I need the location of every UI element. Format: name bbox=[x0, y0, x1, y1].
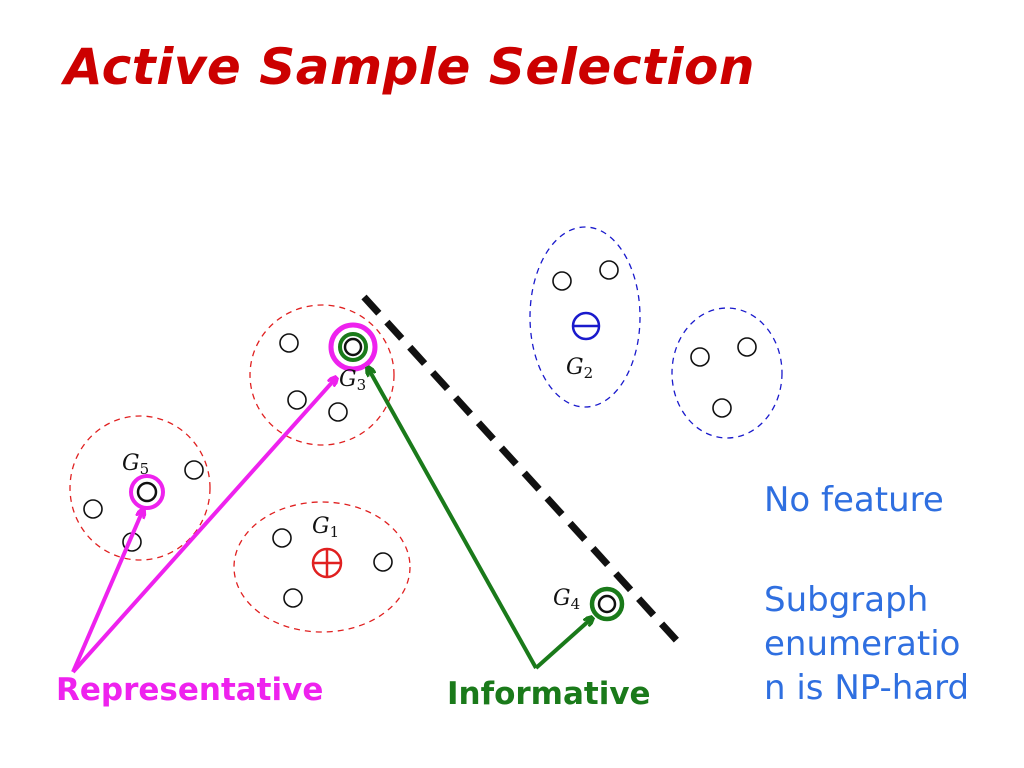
label-g5: G5 bbox=[122, 451, 149, 478]
sample-point bbox=[83, 499, 103, 519]
sample-point bbox=[690, 347, 710, 367]
sample-points bbox=[83, 260, 757, 608]
cluster-g2 bbox=[529, 226, 641, 408]
selected-g3-outer-ring bbox=[328, 322, 378, 372]
cluster-g3 bbox=[249, 304, 395, 446]
sample-point bbox=[287, 390, 307, 410]
cluster-g1 bbox=[233, 501, 411, 633]
representative-arrow-to-g3 bbox=[71, 378, 336, 674]
side-note-feature: No feature bbox=[764, 478, 1014, 522]
sample-point bbox=[599, 260, 619, 280]
side-note-line: n is NP-hard bbox=[764, 668, 970, 708]
label-g4: G4 bbox=[553, 586, 580, 613]
side-note-line: No feature bbox=[764, 480, 944, 520]
side-note-np-hard: Subgraph enumeratio n is NP-hard bbox=[764, 578, 1014, 710]
label-g3: G3 bbox=[339, 367, 366, 394]
selected-g5-point bbox=[136, 481, 158, 503]
sample-point bbox=[272, 528, 292, 548]
sample-point bbox=[328, 402, 348, 422]
label-g1: G1 bbox=[312, 514, 339, 541]
side-note-line: enumeratio bbox=[764, 624, 961, 664]
informative-label: Informative bbox=[447, 676, 651, 712]
decision-boundary bbox=[361, 294, 682, 646]
sample-point bbox=[373, 552, 393, 572]
sample-point bbox=[712, 398, 732, 418]
selected-g4-point bbox=[597, 594, 617, 614]
informative-arrow-to-g4 bbox=[534, 618, 592, 670]
selected-g3-point bbox=[343, 337, 363, 357]
negative-class-icon bbox=[571, 311, 601, 341]
positive-class-icon bbox=[311, 547, 343, 579]
label-g2: G2 bbox=[566, 355, 593, 382]
sample-point bbox=[737, 337, 757, 357]
sample-point bbox=[184, 460, 204, 480]
representative-arrow-to-g5 bbox=[71, 510, 143, 673]
cluster-right bbox=[671, 307, 783, 439]
sample-point bbox=[279, 333, 299, 353]
sample-point bbox=[552, 271, 572, 291]
informative-arrow-to-g3 bbox=[368, 368, 538, 669]
side-note-line: Subgraph bbox=[764, 580, 929, 620]
cluster-g5 bbox=[69, 415, 211, 561]
sample-point bbox=[283, 588, 303, 608]
slide-title: Active Sample Selection bbox=[64, 38, 755, 96]
representative-label: Representative bbox=[56, 672, 324, 708]
